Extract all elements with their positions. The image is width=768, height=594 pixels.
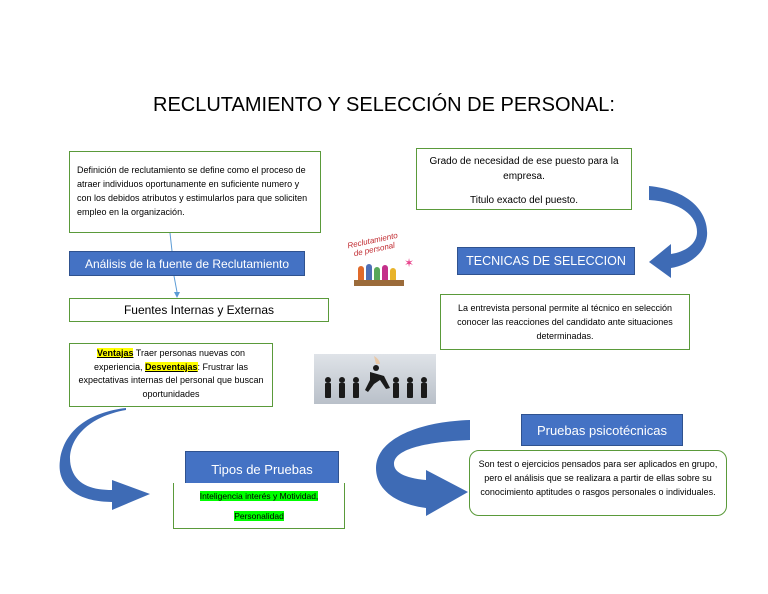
recruitment-logo-image: Reclutamiento de personal ✶: [342, 231, 416, 288]
tests-item-2: Personalidad: [234, 511, 284, 521]
sources-box: Fuentes Internas y Externas: [69, 298, 329, 322]
needs-line-2: Titulo exacto del puesto.: [469, 195, 579, 206]
analysis-label: Análisis de la fuente de Reclutamiento: [69, 251, 305, 276]
ventajas-text: Traer personas nuevas con experiencia,: [93, 348, 246, 372]
tests-title: Tipos de Pruebas: [185, 451, 339, 487]
psych-box: Son test o ejercicios pensados para ser …: [469, 450, 727, 516]
page-title: RECLUTAMIENTO Y SELECCIÓN DE PERSONAL:: [153, 94, 615, 116]
sources-text: Fuentes Internas y Externas: [123, 302, 275, 317]
desventajas-text: : Frustrar las expectativas internas del…: [78, 361, 264, 399]
curved-arrow-bottom: [376, 420, 470, 516]
tests-box: Inteligencia interés y Motividad, Person…: [173, 483, 345, 529]
silhouettes-icon: [325, 356, 427, 398]
definition-text: Definición de reclutamiento se define co…: [77, 165, 308, 217]
techniques-label: TECNICAS DE SELECCION: [457, 247, 635, 275]
ventajas-label: Ventajas: [96, 348, 134, 358]
needs-line-1: Grado de necesidad de ese puesto para la…: [429, 156, 619, 182]
tests-item-1: Inteligencia interés y Motividad,: [199, 491, 319, 501]
curved-arrow-left: [59, 408, 151, 510]
psych-text: Son test o ejercicios pensados para ser …: [478, 459, 718, 497]
business-people-image: [314, 354, 436, 404]
interview-text: La entrevista personal permite al técnic…: [457, 303, 673, 341]
curved-arrow-right-top: [649, 186, 708, 278]
desventajas-label: Desventajas: [144, 361, 198, 372]
interview-box: La entrevista personal permite al técnic…: [440, 294, 690, 350]
advantages-box: Ventajas Traer personas nuevas con exper…: [69, 343, 273, 407]
definition-box: Definición de reclutamiento se define co…: [69, 151, 321, 233]
needs-box: Grado de necesidad de ese puesto para la…: [416, 148, 632, 210]
psych-title: Pruebas psicotécnicas: [521, 414, 683, 446]
